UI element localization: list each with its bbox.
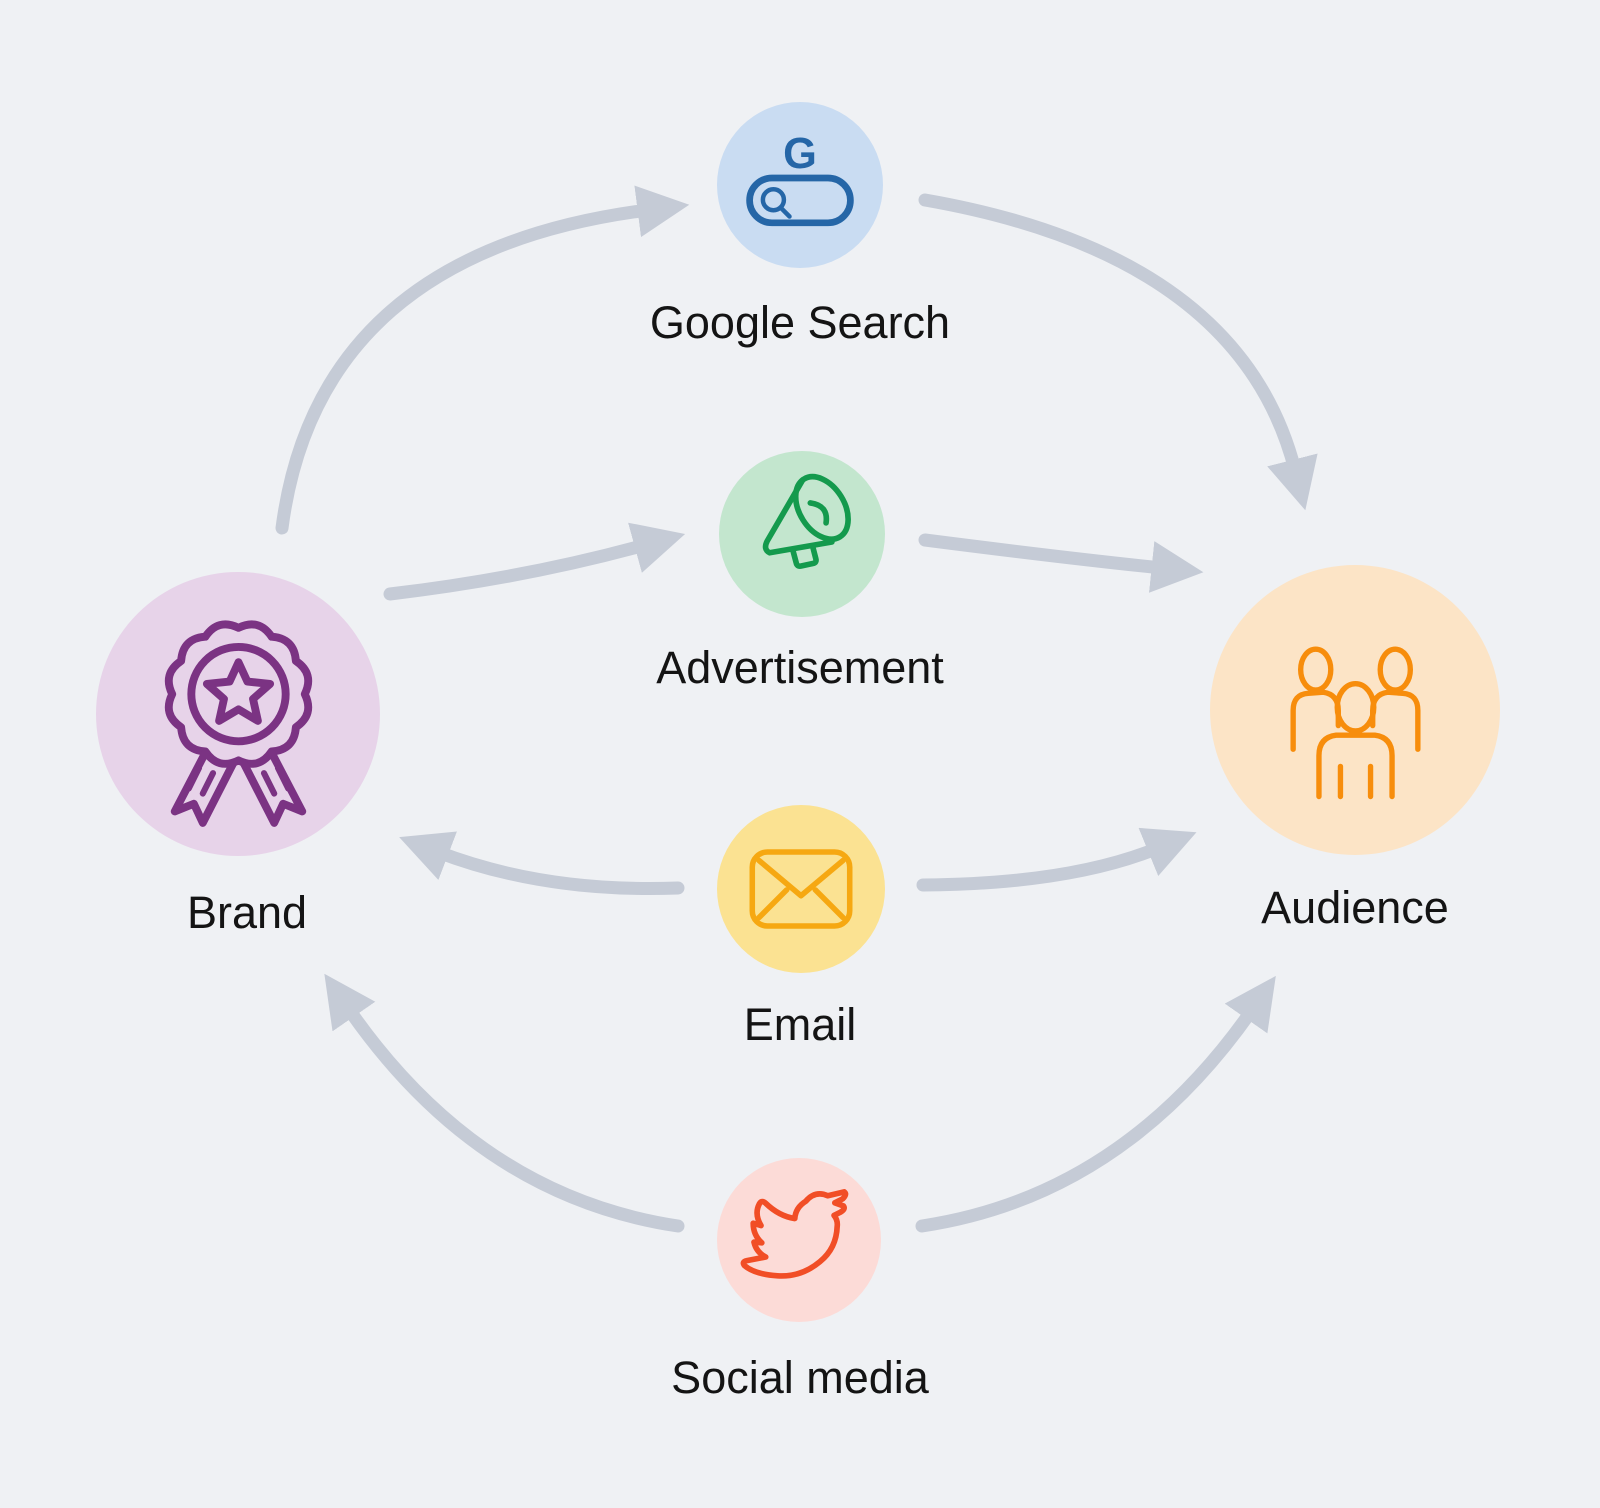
node-email [717,805,885,973]
node-audience [1210,565,1500,855]
arrow-email-to-audience [916,827,1197,892]
node-advertisement [719,451,885,617]
advertisement-label: Advertisement [656,642,944,693]
arrow-email-to-brand [399,831,685,896]
arrow-brand-to-advertisement [383,522,686,601]
arrow-social-media-to-brand [324,973,685,1233]
google-search-bar-icon: G [746,130,854,227]
google-search-label: Google Search [649,297,951,348]
twitter-bird-icon [740,1188,848,1279]
arrow-advertisement-to-audience [918,533,1204,593]
node-social-media [717,1158,881,1322]
email-label: Email [743,999,857,1050]
award-ribbon-icon [164,619,312,827]
node-google-search: G [717,102,883,268]
node-brand [96,572,380,856]
megaphone-icon [762,473,851,569]
arrow-brand-to-google-search [275,185,690,535]
brand-label: Brand [186,887,308,938]
envelope-icon [749,849,853,929]
arrow-social-media-to-audience [915,975,1276,1233]
arrow-google-search-to-audience [918,193,1318,511]
google-letter: G [783,130,817,178]
social-media-label: Social media [671,1352,929,1403]
audience-label: Audience [1261,882,1449,933]
people-group-icon [1289,646,1421,799]
